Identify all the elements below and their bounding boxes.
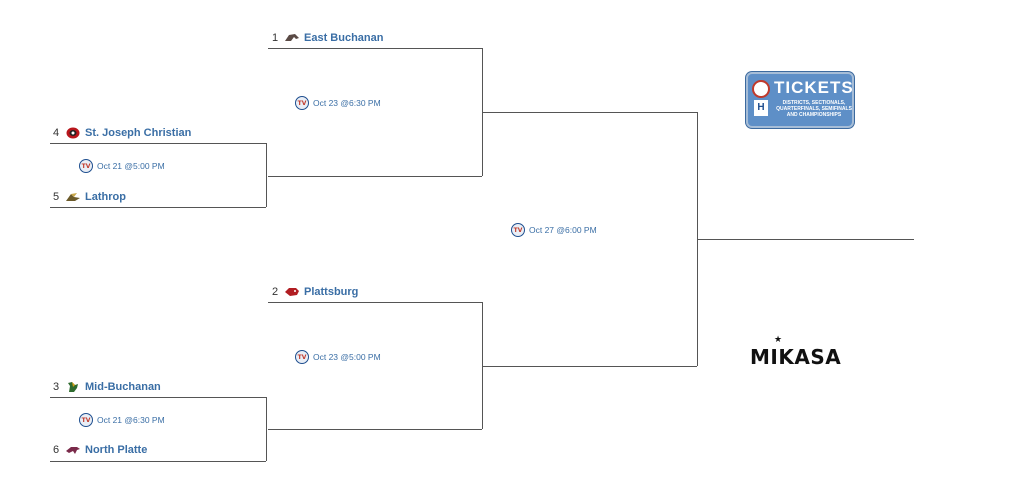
game-time: Oct 23 @5:00 PM [313,352,381,362]
tv-icon: TV [511,223,525,237]
tickets-badge-icon [752,80,770,98]
seed: 4 [53,127,60,139]
line [266,397,267,461]
team-name[interactable]: St. Joseph Christian [85,127,192,139]
team-name[interactable]: Mid-Buchanan [85,381,161,393]
team-name[interactable]: Lathrop [85,191,126,203]
star-icon: ★ [774,335,783,345]
sponsor-name: MIKASA [750,345,842,369]
seed: 3 [53,381,60,393]
team-east-buchanan: 1 East Buchanan [272,30,383,46]
line [50,397,266,398]
line [697,239,914,240]
game-link[interactable]: TV Oct 23 @5:00 PM [295,350,381,364]
tickets-banner[interactable]: H TICKETS DISTRICTS, SECTIONALS, QUARTER… [746,72,854,128]
game-time: Oct 21 @6:30 PM [97,415,165,425]
line [268,429,482,430]
team-name[interactable]: Plattsburg [304,286,359,298]
tiger-icon [284,286,300,298]
line [50,461,266,462]
line [268,302,482,303]
team-name[interactable]: East Buchanan [304,32,384,44]
line [50,207,266,208]
dragon-icon [65,381,81,393]
line [482,366,697,367]
line [482,112,697,113]
shield-icon [65,127,81,139]
game-time: Oct 23 @6:30 PM [313,98,381,108]
game-link[interactable]: TV Oct 21 @6:30 PM [79,413,165,427]
line [482,302,483,429]
game-time: Oct 21 @5:00 PM [97,161,165,171]
seed: 1 [272,32,279,44]
line [266,143,267,207]
team-lathrop: 5 Lathrop [53,189,126,205]
game-time: Oct 27 @6:00 PM [529,225,597,235]
eagle-icon [284,32,300,44]
tv-icon: TV [295,96,309,110]
team-plattsburg: 2 Plattsburg [272,284,358,300]
line [268,176,482,177]
tickets-title: TICKETS [774,78,854,97]
hs-logo: H [754,100,768,116]
line [268,48,482,49]
tv-icon: TV [295,350,309,364]
seed: 5 [53,191,60,203]
game-link[interactable]: TV Oct 23 @6:30 PM [295,96,381,110]
sponsor-logo: ★ MIKASA [750,335,842,369]
panther-icon [65,444,81,456]
team-north-platte: 6 North Platte [53,442,147,458]
team-mid-buchanan: 3 Mid-Buchanan [53,379,161,395]
tv-icon: TV [79,413,93,427]
tv-icon: TV [79,159,93,173]
seed: 2 [272,286,279,298]
team-name[interactable]: North Platte [85,444,148,456]
hornet-icon [65,191,81,203]
game-link-final[interactable]: TV Oct 27 @6:00 PM [511,223,597,237]
tickets-subtitle: DISTRICTS, SECTIONALS, QUARTERFINALS, SE… [776,100,852,118]
seed: 6 [53,444,60,456]
team-st-joseph-christian: 4 St. Joseph Christian [53,125,191,141]
game-link[interactable]: TV Oct 21 @5:00 PM [79,159,165,173]
line [50,143,266,144]
